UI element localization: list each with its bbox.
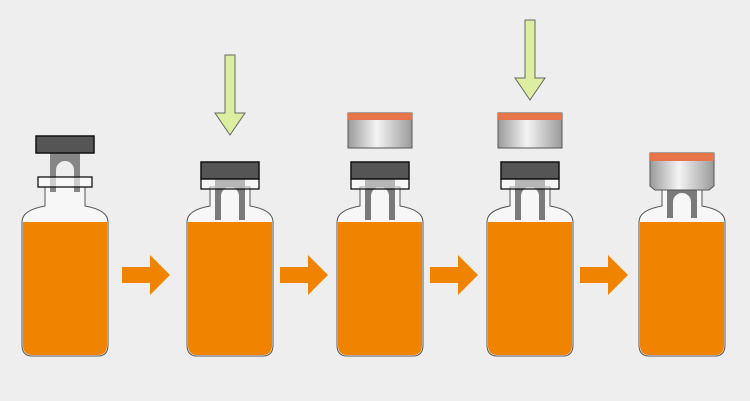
vial-step-5: [638, 152, 726, 357]
vial-step-3: [336, 112, 424, 357]
vial-liquid: [188, 222, 272, 355]
stopper-top: [350, 161, 410, 180]
vial-step-2: [186, 54, 274, 357]
vial-step-1: [21, 135, 109, 357]
vial-neck-flange: [200, 178, 260, 190]
vial-neck-flange: [500, 178, 560, 190]
cap-seal-top: [348, 113, 412, 120]
press-down-arrow-icon: [514, 19, 546, 101]
stopper-top: [500, 161, 560, 180]
vial-liquid: [488, 222, 572, 355]
vial-neck-flange: [37, 176, 93, 188]
cap-seal-top: [650, 153, 714, 161]
press-down-arrow-icon: [214, 54, 246, 136]
vial-liquid: [640, 222, 724, 355]
stopper-top: [200, 161, 260, 180]
stopper-legs: [667, 186, 697, 218]
step-arrow-icon: [580, 255, 628, 295]
vial-liquid: [338, 222, 422, 355]
stopper-top: [35, 135, 95, 154]
step-arrow-icon: [430, 255, 478, 295]
stopper-legs: [50, 152, 80, 192]
step-arrow-icon: [122, 255, 170, 295]
vial-step-4: [486, 19, 574, 357]
vial-neck-flange: [350, 178, 410, 190]
cap-seal-top: [498, 113, 562, 120]
vial-liquid: [23, 222, 107, 355]
step-arrow-icon: [280, 255, 328, 295]
